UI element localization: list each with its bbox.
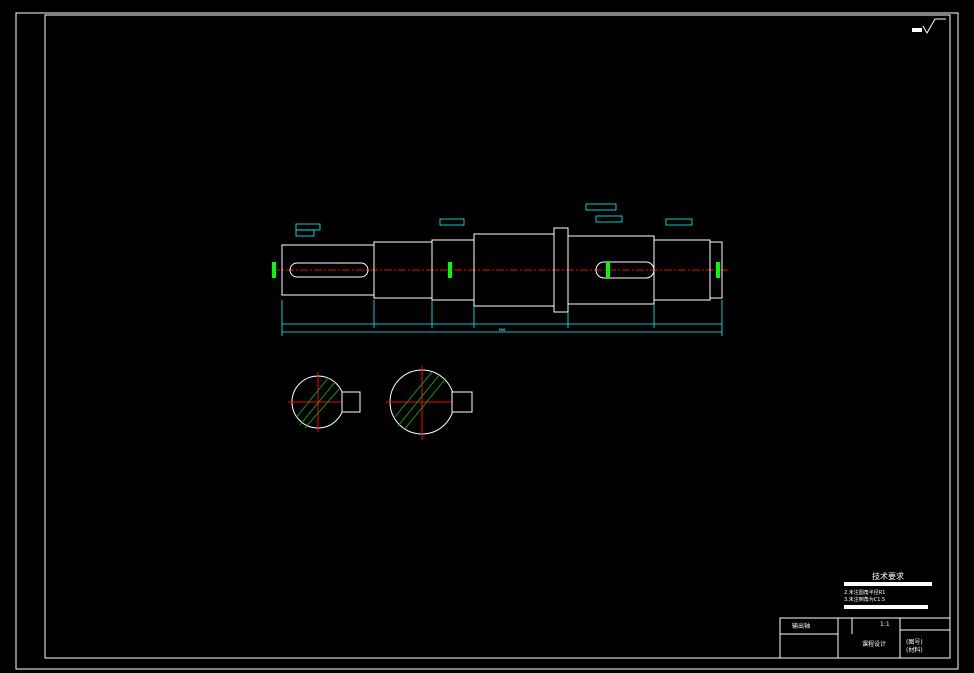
tech-req-note-2: 2.未注圆角半径R1 [844,589,885,596]
center-hole-left [272,262,276,278]
keyway-1 [289,262,369,278]
scale: 1:1 [880,621,890,628]
shaft-main-view: 500 [272,203,728,336]
overall-length-dim: 500 [499,328,506,332]
material: (材料) [906,646,923,654]
center-hole-right [716,262,720,278]
inner-border [44,14,951,659]
section-view-1 [288,372,361,432]
part-name: 输出轴 [792,622,810,630]
section-view-2 [386,366,473,440]
tech-req-title: 技术要求 [872,571,904,581]
technical-requirements: 技术要求 2.未注圆角半径R1 3.未注倒角为C1.5 [844,571,932,609]
tech-req-note-3: 3.未注倒角为C1.5 [844,596,885,603]
shaft-end [709,241,723,299]
school-name: 课程设计 [862,640,886,648]
shaft-segment-3 [431,239,475,301]
general-roughness-symbol [912,18,946,35]
keyway-2 [595,261,655,279]
outer-border [15,12,959,670]
drawing-number: (图号) [906,639,923,646]
title-block: 输出轴 课程设计 1:1 (图号) (材料) [779,617,951,659]
